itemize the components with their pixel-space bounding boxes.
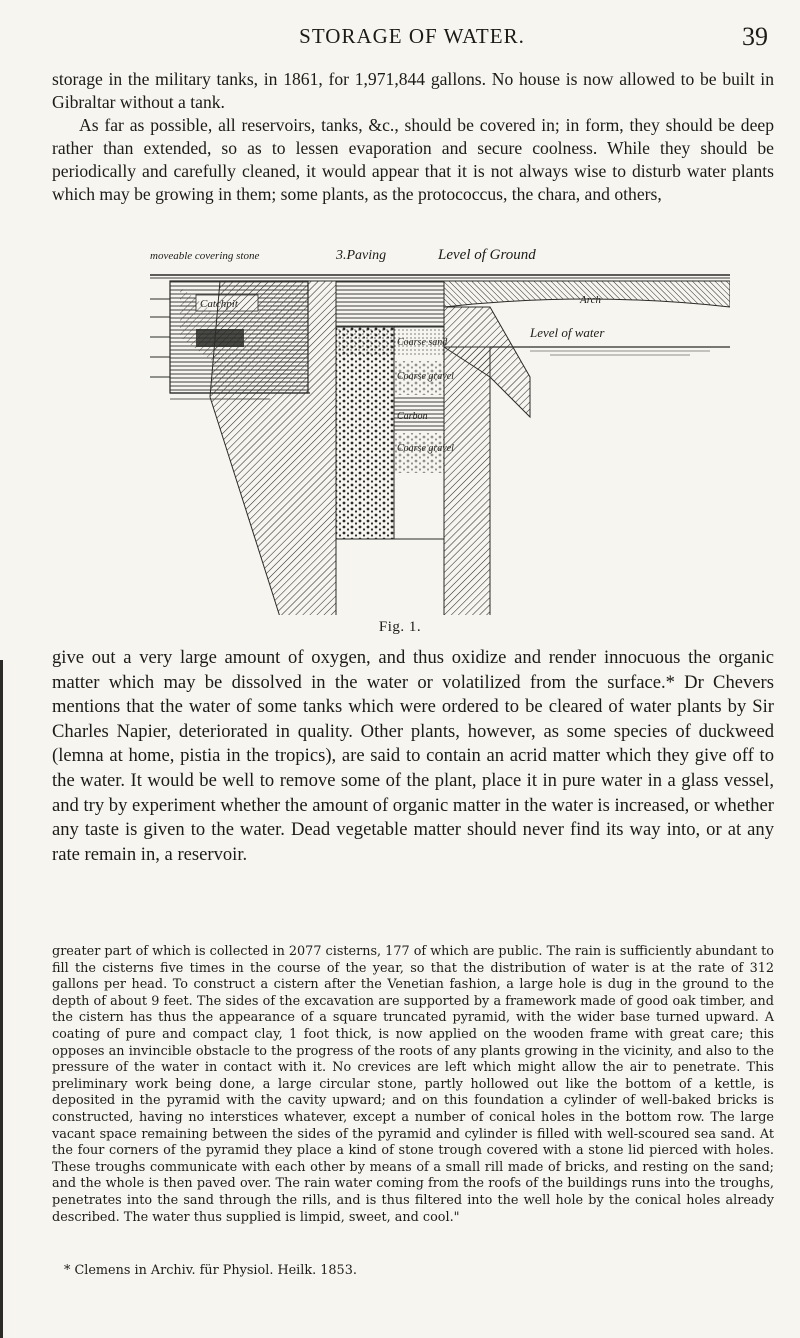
label-paving: 3.Paving [335,248,386,263]
page-number: 39 [742,22,768,51]
ground-surface [150,275,730,281]
label-coarse-sand: Coarse sand [397,337,448,348]
tank-wall-lower [443,346,491,615]
binding-edge [0,660,3,1338]
label-water-level: Level of water [529,325,605,340]
intro-text: storage in the military tanks, in 1861, … [52,68,774,206]
tank-diagram-figure: moveable covering stone 3.Paving Level o… [150,247,730,615]
intro-line-2: As far as possible, all reservoirs, tank… [52,115,774,204]
running-head: STORAGE OF WATER. 39 [52,22,772,52]
quoted-passage: greater part of which is collected in 20… [52,944,774,1225]
label-coarse-gravel-1: Coarse gravel [397,371,454,382]
label-ground: Level of Ground [437,247,536,263]
figure-caption: Fig. 1. [378,619,422,635]
footnote: * Clemens in Archiv. für Physiol. Heilk.… [64,1263,357,1278]
filter-column-left [335,326,395,540]
label-arch: Arch [579,294,601,306]
body-paragraph: give out a very large amount of oxygen, … [52,647,774,865]
label-carbon: Carbon [397,411,428,422]
running-title: STORAGE OF WATER. [299,24,525,48]
label-coarse-gravel-2: Coarse gravel [397,443,454,454]
retaining-wall [209,280,337,615]
label-movable-cover: moveable covering stone [150,250,259,262]
arch [443,280,730,308]
intro-line-1: storage in the military tanks, in 1861, … [52,69,774,112]
paving-block [335,280,445,328]
